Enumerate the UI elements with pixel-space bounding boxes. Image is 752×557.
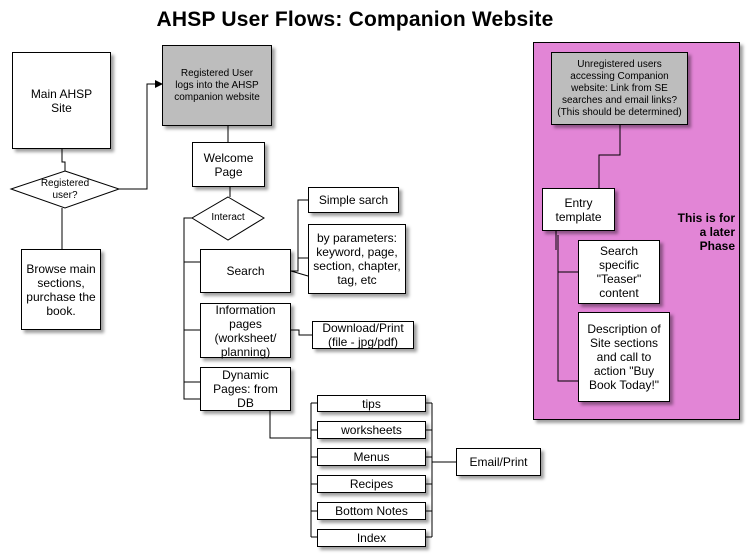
connector-db-left-ticks xyxy=(311,402,317,538)
connector-search-to-simple xyxy=(291,199,308,272)
connector-db-right-ticks xyxy=(426,402,432,538)
db-item-bottom-notes: Bottom Notes xyxy=(317,502,426,520)
info-pages-box: Information pages (worksheet/ planning) xyxy=(200,303,291,359)
db-item-worksheets: worksheets xyxy=(317,421,426,439)
connector-interact-trunk xyxy=(183,217,200,400)
description-box: Description of Site sections and call to… xyxy=(578,312,670,402)
entry-template-box: Entry template xyxy=(542,188,615,231)
simple-search-box: Simple sarch xyxy=(308,187,399,213)
db-item-tips: tips xyxy=(317,395,426,412)
teaser-content-box: Search specific "Teaser" content xyxy=(578,240,660,304)
parameters-box: by parameters: keyword, page, section, c… xyxy=(308,224,406,294)
download-print-box: Download/Print (file - jpg/pdf) xyxy=(312,321,414,349)
login-box: Registered User logs into the AHSP compa… xyxy=(162,45,272,126)
db-item-menus: Menus xyxy=(317,448,426,466)
connector-decision-to-login xyxy=(119,80,163,190)
registered-decision-shape xyxy=(9,170,121,209)
connector-info-to-download xyxy=(291,329,312,336)
interact-decision-shape xyxy=(191,196,265,241)
welcome-box: Welcome Page xyxy=(192,142,265,187)
connector-entry-to-description xyxy=(557,235,578,382)
email-print-box: Email/Print xyxy=(456,448,541,476)
db-item-index: Index xyxy=(317,529,426,547)
dynamic-pages-box: Dynamic Pages: from DB xyxy=(200,367,291,411)
connector-main-to-decision xyxy=(61,149,66,171)
page-title: AHSP User Flows: Companion Website xyxy=(156,8,554,31)
search-box: Search xyxy=(200,249,291,293)
unregistered-box: Unregistered users accessing Companion w… xyxy=(551,52,688,125)
registered-decision-label: Registered user? xyxy=(40,178,90,201)
connector-unreg-to-entry xyxy=(598,125,621,188)
main-site-box: Main AHSP Site xyxy=(12,52,111,149)
db-item-recipes: Recipes xyxy=(317,475,426,493)
browse-box: Browse main sections, purchase the book. xyxy=(21,249,101,330)
connector-dynamic-to-db xyxy=(269,411,311,439)
connector-search-link xyxy=(290,270,309,277)
interact-decision-label: Interact xyxy=(211,212,245,223)
later-phase-note: This is for a later Phase xyxy=(677,211,735,253)
